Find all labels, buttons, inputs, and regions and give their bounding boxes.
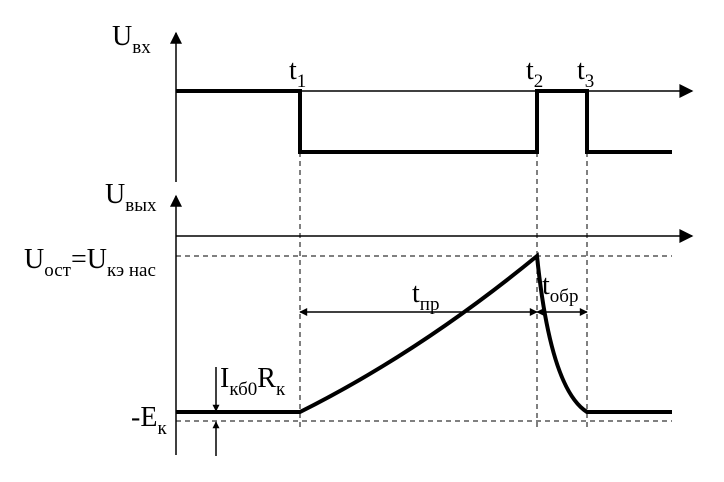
t3-label: t3 [577, 55, 594, 92]
input-waveform [176, 89, 672, 154]
output-axis-label: Uвых [105, 179, 157, 216]
rise-interval-label: tпр [412, 278, 439, 315]
neg-supply-label: -Eк [131, 402, 167, 439]
t1-label: t1 [289, 55, 306, 92]
t2-label: t2 [526, 55, 543, 92]
saturation-level-label: Uост=Uкэ нас [24, 244, 156, 281]
leakage-label: Iкб0Rк [220, 363, 286, 400]
output-waveform [176, 252, 672, 414]
input-axis-label: Uвх [112, 21, 151, 58]
fall-interval-label: tобр [542, 270, 578, 307]
